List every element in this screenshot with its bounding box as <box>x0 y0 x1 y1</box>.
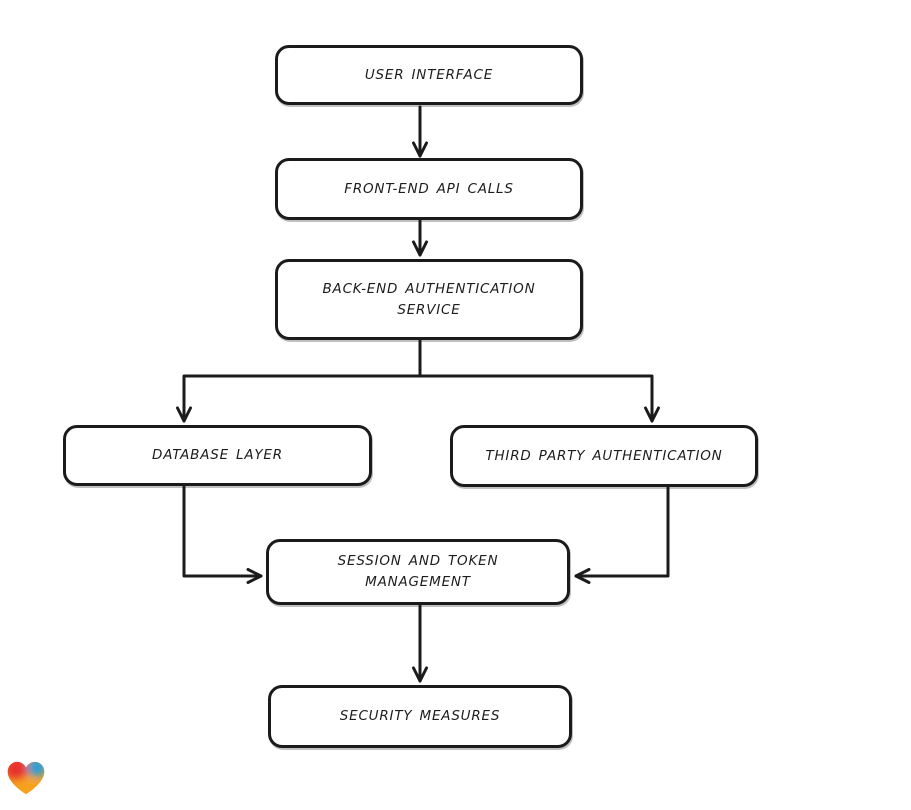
edge-database-to-session <box>182 485 263 584</box>
node-label: SESSION AND TOKEN MANAGEMENT <box>337 553 499 590</box>
node-security-measures[interactable]: SECURITY MEASURES <box>268 685 572 748</box>
node-front-end-api-calls[interactable]: FRONT-END API CALLS <box>275 158 583 220</box>
node-database-layer[interactable]: DATABASE LAYER <box>63 425 372 486</box>
node-label: SECURITY MEASURES <box>339 708 501 724</box>
node-label: THIRD PARTY AUTHENTICATION <box>485 447 723 464</box>
edge-backend-to-database <box>176 374 422 423</box>
node-label: BACK-END AUTHENTICATION SERVICE <box>322 280 536 318</box>
node-label: DATABASE LAYER <box>152 447 283 463</box>
node-label: FRONT-END API CALLS <box>344 180 514 197</box>
node-back-end-authentication-service[interactable]: BACK-END AUTHENTICATION SERVICE <box>275 259 583 340</box>
heart-gradient-icon[interactable] <box>7 760 45 796</box>
node-user-interface[interactable]: USER INTERFACE <box>275 45 583 105</box>
node-label: USER INTERFACE <box>364 66 494 83</box>
node-third-party-authentication[interactable]: THIRD PARTY AUTHENTICATION <box>450 425 758 487</box>
node-session-and-token-management[interactable]: SESSION AND TOKEN MANAGEMENT <box>266 539 570 605</box>
edge-backend-to-thirdparty <box>418 374 660 423</box>
edge-thirdparty-to-session <box>574 486 670 584</box>
